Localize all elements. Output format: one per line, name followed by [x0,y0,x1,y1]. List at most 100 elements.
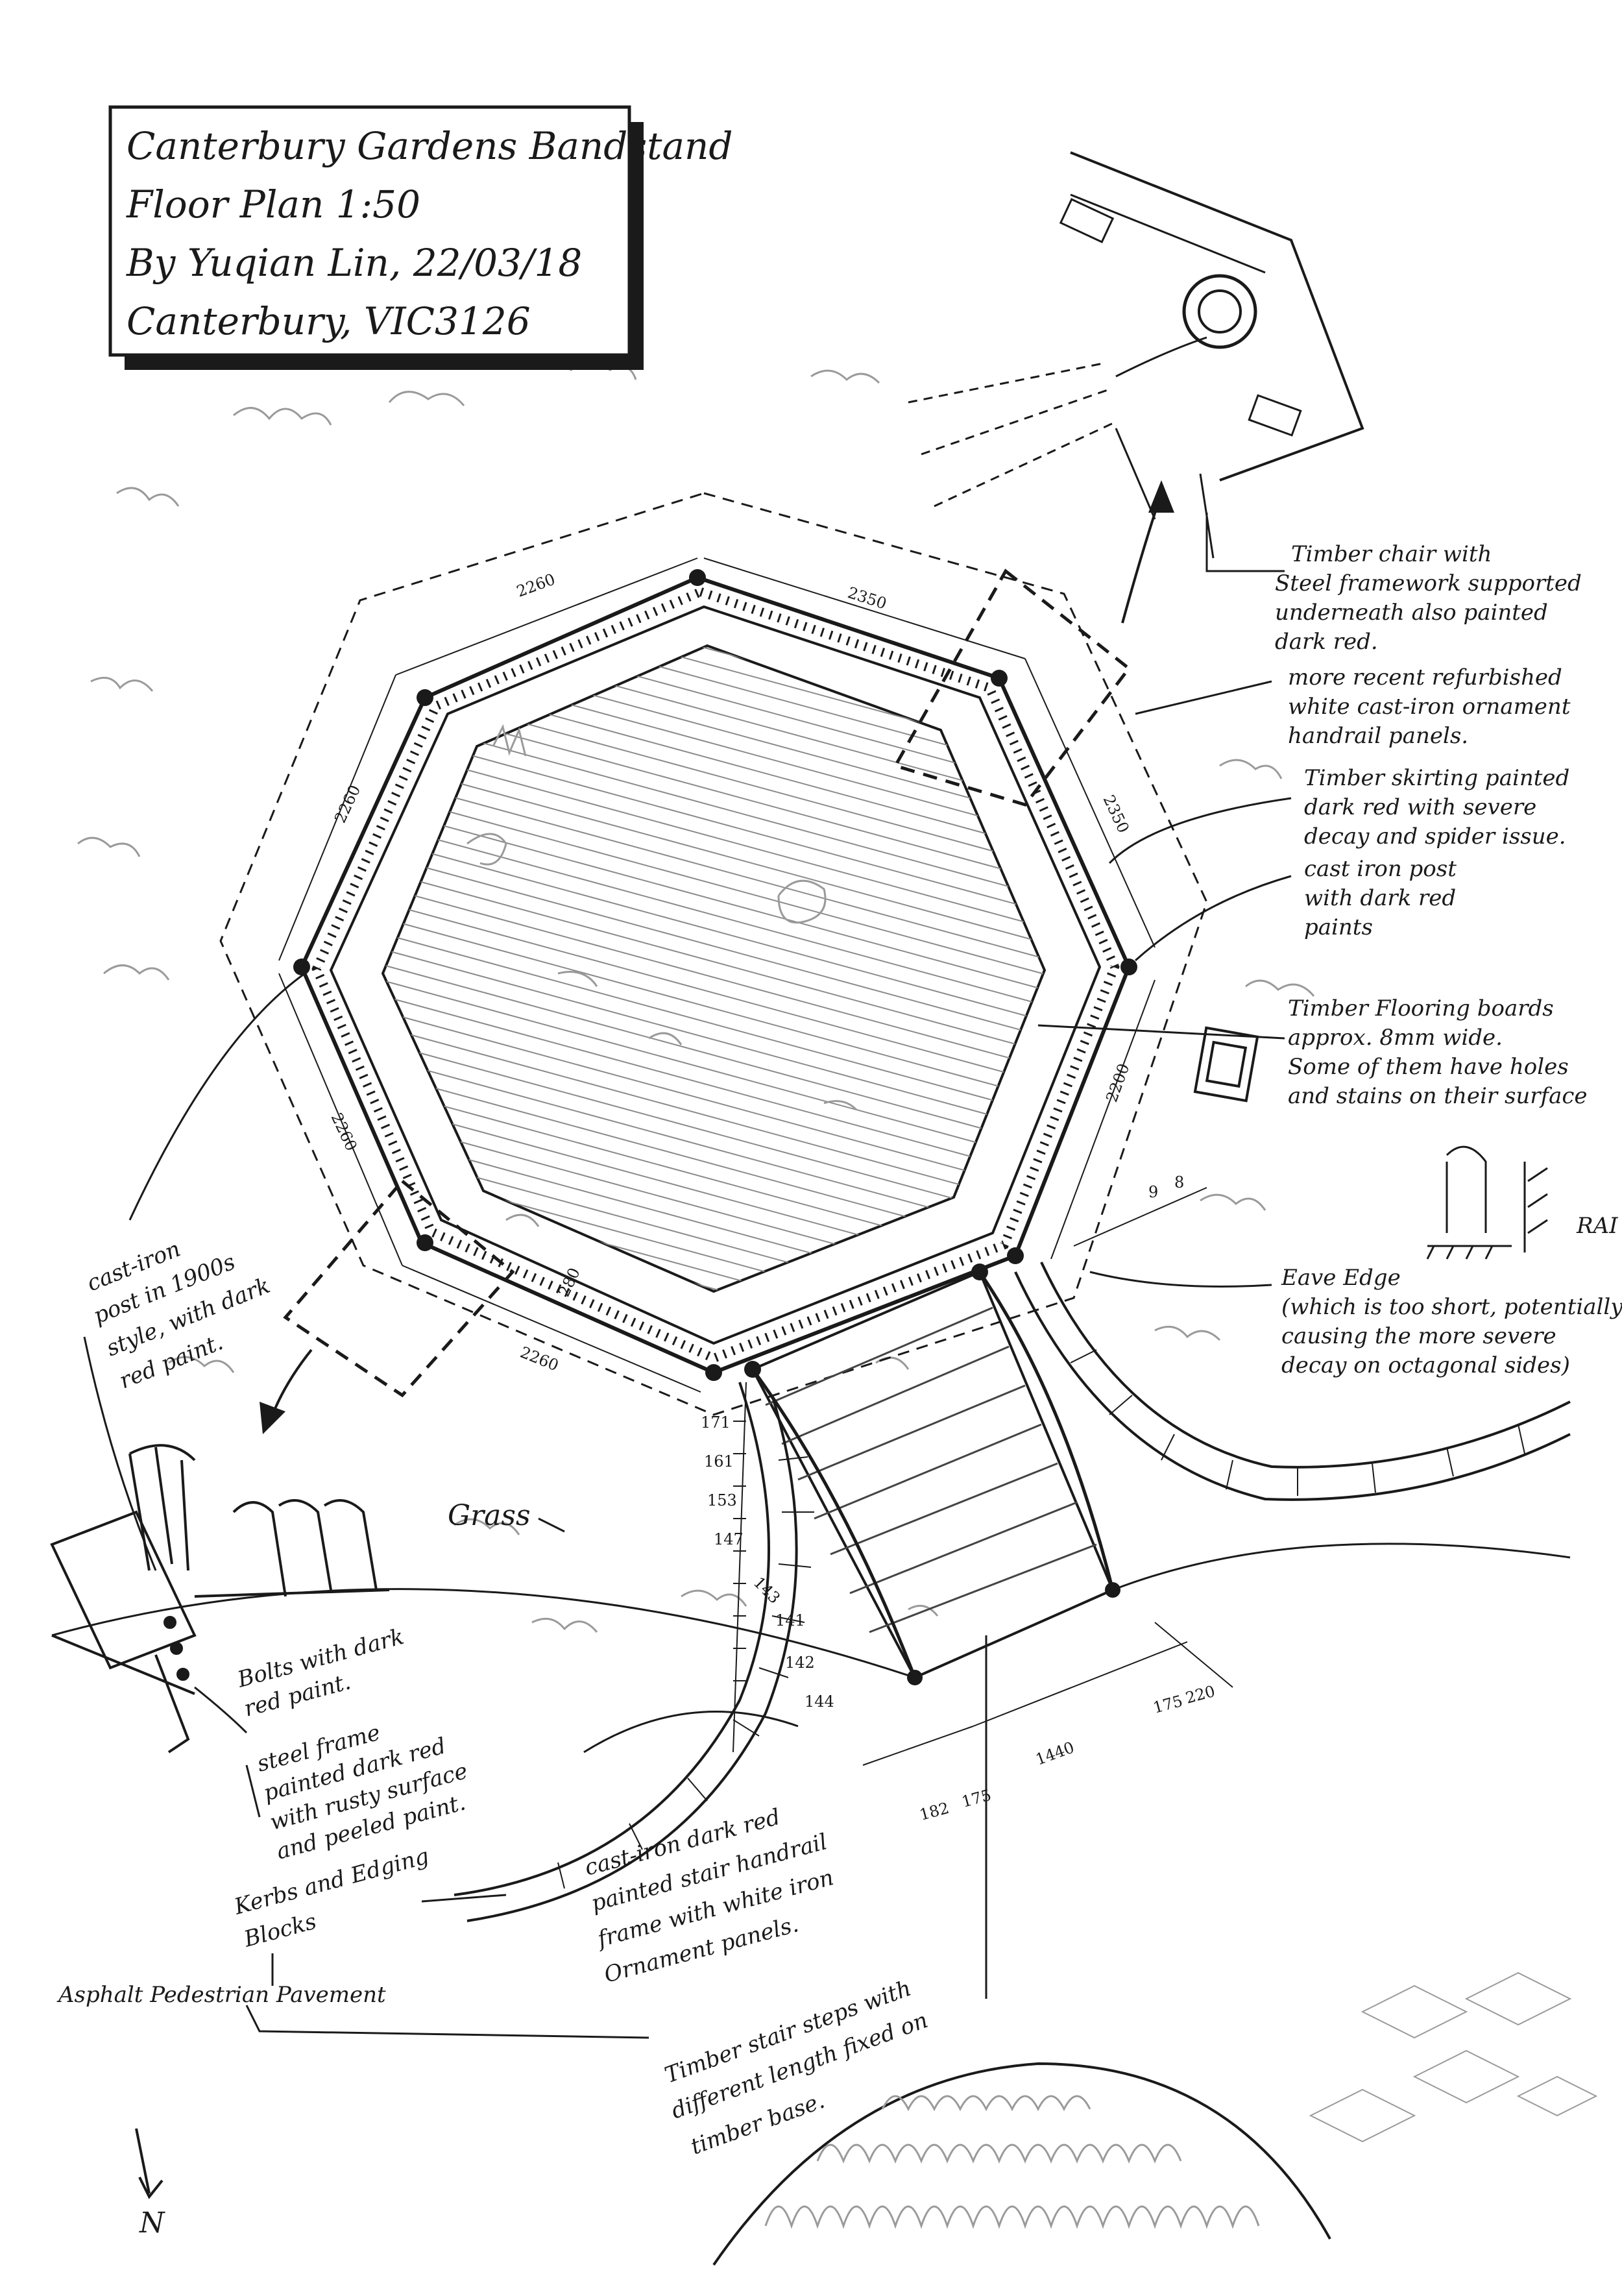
floor-board-line [383,910,1045,1106]
dim-right-upper: 2350 [1100,792,1133,836]
post-icon [1120,959,1137,975]
chair-post [1182,274,1257,349]
post-icon [417,689,433,706]
chair-bracket [1248,394,1302,437]
chair-detail-sketch [908,151,1364,559]
floor-board-line [357,428,1071,623]
note-eave-2: (which is too short, potentially [1281,1294,1622,1320]
floor-board-line [383,646,1045,733]
floor-board-line [383,646,1045,795]
pavement-label: Asphalt Pedestrian Pavement [56,1982,386,2008]
floor-board-line [357,1534,1071,1729]
floor-board-line [383,895,1045,1091]
floor-board-line [383,646,1045,702]
floor-board-line [357,1456,1071,1651]
staircase [751,1270,1120,1685]
floor-board-line [383,739,1045,935]
floor-board-line [383,1175,1045,1291]
dim-step-5: 143 [750,1573,784,1607]
note-flooring-2: approx. 8mm wide. [1288,1025,1503,1051]
chair-callout-box [893,568,1132,807]
leader-lines [83,513,1292,2039]
post-icon [293,959,310,975]
note-chair-2: Steel framework supported [1275,570,1582,596]
title-block-frame [108,105,631,357]
note-flooring-4: and stains on their surface [1288,1083,1588,1109]
dim-handrail-b: 220 [1183,1682,1216,1707]
dim-step-2: 161 [704,1452,734,1471]
post-icon [705,1364,722,1381]
title-line-3: By Yuqian Lin, 22/03/18 [126,241,582,285]
floor-board-line [357,397,1071,592]
floor-board-line [383,646,1045,717]
dim-step-7: 142 [785,1654,815,1672]
dim-stair-bottom-b: 175 [960,1786,993,1811]
floor-board-line [383,864,1045,1060]
floor-board-line [383,833,1045,1029]
dim-handrail-a: 175 [1151,1692,1184,1717]
floor-stains [466,724,858,1227]
floor-board-line [383,1035,1045,1231]
dim-stair-right-b: 8 [1174,1173,1184,1191]
note-post-right-2: with dark red [1304,885,1456,911]
note-handrail-2: white cast-iron ornament [1288,694,1571,720]
arrow-head-icon [260,1402,285,1434]
floor-board-line [383,926,1045,1122]
post-icon [417,1234,433,1251]
floor-board-line [383,646,1045,826]
eave-edge-outline [219,492,1208,1416]
dim-left-lower: 2260 [328,1110,361,1154]
post-icon [1007,1247,1024,1264]
note-flooring-1: Timber Flooring boards [1288,995,1554,1021]
grass-label: Grass [448,1499,531,1532]
floor-board-line [383,724,1045,920]
floor-board-line [357,382,1071,576]
note-chair-3: underneath also painted [1275,600,1548,626]
note-handrail-3: handrail panels. [1288,723,1468,749]
chair-bracket [1059,198,1115,243]
north-arrow-icon [135,2128,163,2199]
floor-board-line [383,848,1045,1044]
post-icon [991,670,1008,687]
dim-stair-bottom-a: 182 [917,1799,950,1824]
floor-board-line [383,1082,1045,1278]
note-eave-4: decay on octagonal sides) [1281,1352,1570,1378]
floor-board-line [383,957,1045,1153]
title-line-2: Floor Plan 1:50 [126,182,420,226]
note-chair-4: dark red. [1275,629,1378,655]
floor-board-line [383,988,1045,1184]
chair-post [1198,289,1242,334]
post-callout-arrow [271,1349,313,1415]
rain-detail-sketch [1426,1145,1548,1260]
floor-board-line [357,366,1071,561]
stair-handrail-left [751,1368,917,1678]
dim-step-3: 153 [707,1491,737,1509]
dim-step-4: 147 [714,1530,744,1548]
arrow-head-icon [1148,480,1174,513]
brick-paving [1309,1972,1598,2143]
floor-board-line [383,646,1045,686]
post-icon [689,569,706,586]
title-line-4: Canterbury, VIC3126 [127,299,531,343]
floor-board-line [383,646,1045,842]
north-arrow: N [135,2128,165,2240]
north-label: N [139,2206,165,2240]
shrub-bed [712,2062,1331,2266]
dim-step-8: 144 [805,1692,834,1711]
bin-sketch [1193,1026,1259,1103]
kerbs-and-edging [454,1262,1571,1922]
floor-board-line [357,1581,1071,1776]
post-detail-sketch [50,1444,390,1753]
annotations: Timber chair with Steel framework suppor… [56,541,1622,2160]
floor-board-line [383,692,1045,888]
note-skirting-3: decay and spider issue. [1304,824,1566,849]
floor-board-line [383,801,1045,997]
note-skirting-2: dark red with severe [1304,794,1536,820]
note-eave-1: Eave Edge [1281,1265,1401,1291]
floor-board-line [383,817,1045,1013]
note-handrail-1: more recent refurbished [1288,665,1562,690]
stair-handrail-right [978,1271,1115,1591]
floor-board-line [357,350,1071,545]
dim-stair-right-a: 9 [1148,1183,1158,1201]
